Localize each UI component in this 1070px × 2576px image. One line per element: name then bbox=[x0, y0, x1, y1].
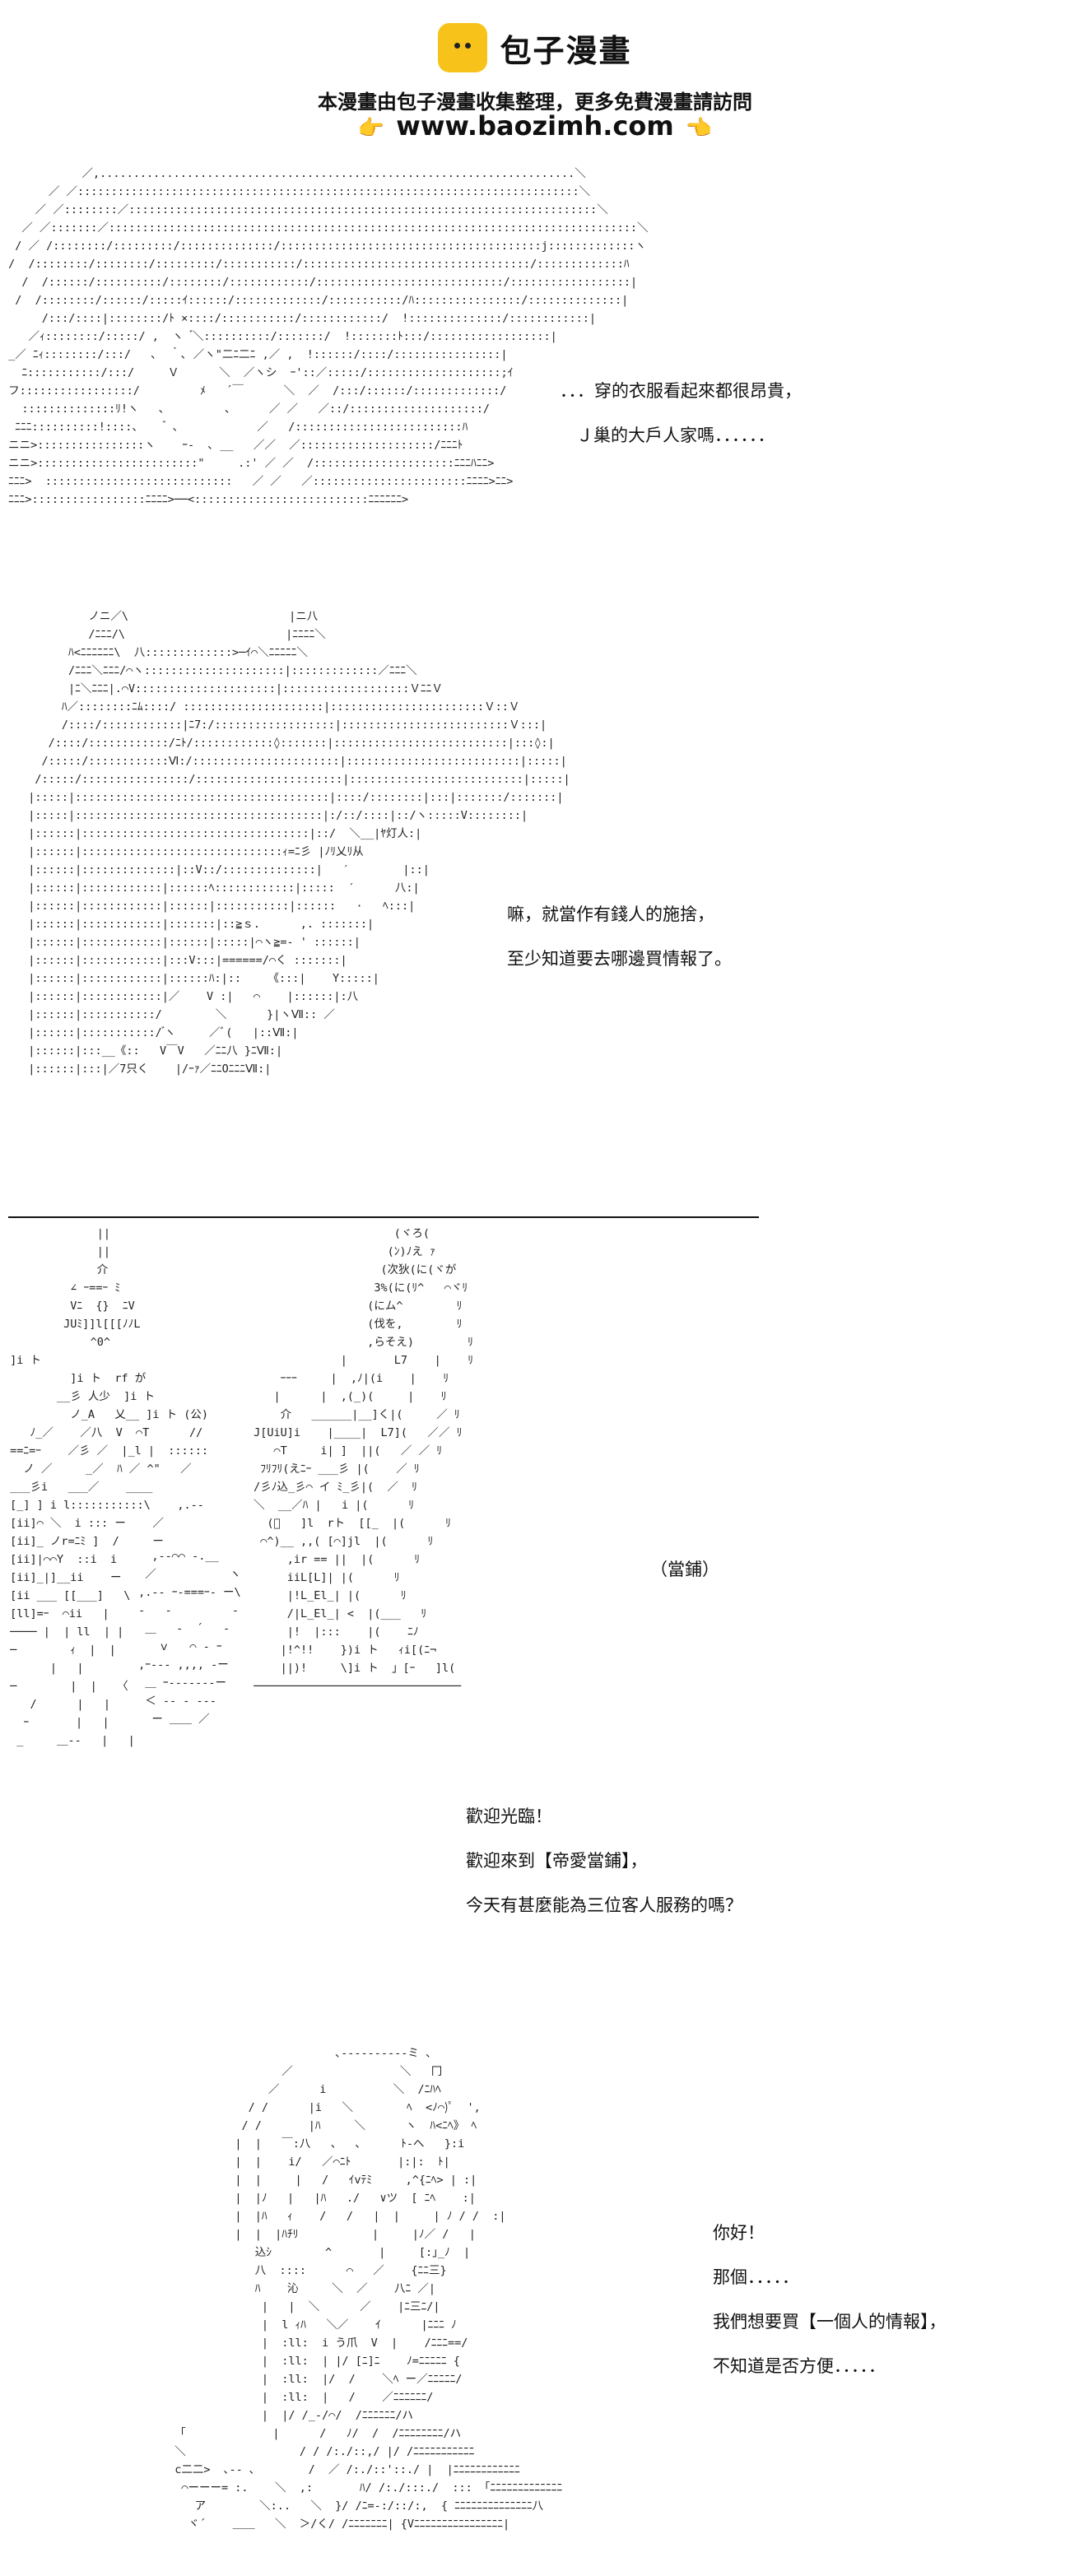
ascii-art-hooded-character: ノニ／\ |ニ八 /ﾆﾆﾆ/\ |ﾆﾆﾆﾆ＼ ﾊ<ﾆﾆﾆﾆﾆﾆ\ 八::::::… bbox=[28, 610, 570, 1076]
dialog-line: 我們想要買【一個人的情報】， bbox=[713, 2312, 947, 2332]
dialog-line: 歡迎光臨！ bbox=[466, 1806, 552, 1826]
dialog-panel-3-sign: （當鋪） bbox=[650, 1547, 719, 1592]
dialog-line: 嘛，就當作有錢人的施捨， bbox=[507, 904, 714, 924]
dialog-panel-1: ．．．穿的衣服看起來都很昂貴， Ｊ巢的大戶人家嗎．．．．．． bbox=[560, 369, 802, 458]
dialog-line: 不知道是否方便．．．．． bbox=[713, 2356, 886, 2376]
logo-title: 包子漫畫 bbox=[500, 32, 632, 69]
ascii-art-shopkeeper-face: ,-‐⌒⌒ ‐.__ ／ ヽ ,.-‐ ｰ‐===ｰ‐ ー\ ‐ ‐ ‐ ＿ ‐… bbox=[138, 1550, 241, 1726]
logo-row[interactable]: 包子漫畫 bbox=[0, 23, 1070, 72]
ascii-art-pawnshop-left: || || 介 ∠ ｰ==ｰ ﾐ Vﾆ {} ﾆV JUﾐ]]l[[[ﾉﾉL ^… bbox=[10, 1227, 209, 1747]
dialog-panel-2: 嘛，就當作有錢人的施捨， 至少知道要去哪邊買情報了。 bbox=[507, 892, 732, 981]
ascii-art-pawnshop-sign: (ヾろ( (ﾝ)ﾉえ ｧ (次狄(に(ヾが 3%(に(ﾘ^ ⌒ヾﾘ (にム^ ﾘ… bbox=[254, 1227, 473, 1693]
dialog-line: 歡迎來到【帝愛當鋪】， bbox=[466, 1851, 648, 1871]
dialog-line: 今天有甚麼能為三位客人服務的嗎？ bbox=[466, 1895, 742, 1915]
panel-divider bbox=[8, 1216, 759, 1218]
dialog-line: 那個．．．．． bbox=[713, 2267, 799, 2287]
ascii-art-long-haired-character: ､-‐‐‐‐‐‐‐--ミ 、 ／ ＼ 冂 ／ i ＼ /ﾆﾊﾍ / / |i ＼… bbox=[174, 2047, 563, 2531]
ascii-art-dark-haired-character: ／,......................................… bbox=[8, 167, 649, 506]
pointing-left-hand-icon: 👈 bbox=[685, 116, 713, 141]
source-notice: 本漫畫由包子漫畫收集整理，更多免費漫畫請訪問 bbox=[318, 91, 752, 114]
site-header: 包子漫畫 本漫畫由包子漫畫收集整理，更多免費漫畫請訪問 👉 www.baozimh… bbox=[0, 0, 1070, 165]
site-url-link[interactable]: www.baozimh.com bbox=[396, 110, 674, 142]
dialog-line: （當鋪） bbox=[650, 1560, 719, 1579]
dialog-line: Ｊ巢的大戶人家嗎．．．．．． bbox=[576, 425, 775, 445]
pointing-right-hand-icon: 👉 bbox=[357, 116, 385, 141]
dialog-line: ．．．穿的衣服看起來都很昂貴， bbox=[560, 381, 802, 401]
site-link-row[interactable]: 👉 www.baozimh.com 👈 bbox=[0, 110, 1070, 142]
bun-logo-icon bbox=[438, 23, 488, 72]
dialog-line: 你好！ bbox=[713, 2223, 765, 2243]
dialog-panel-3: 歡迎光臨！ 歡迎來到【帝愛當鋪】， 今天有甚麼能為三位客人服務的嗎？ bbox=[466, 1794, 742, 1927]
dialog-panel-4: 你好！ 那個．．．．． 我們想要買【一個人的情報】， 不知道是否方便．．．．． bbox=[713, 2211, 947, 2388]
dialog-line: 至少知道要去哪邊買情報了。 bbox=[507, 949, 732, 969]
